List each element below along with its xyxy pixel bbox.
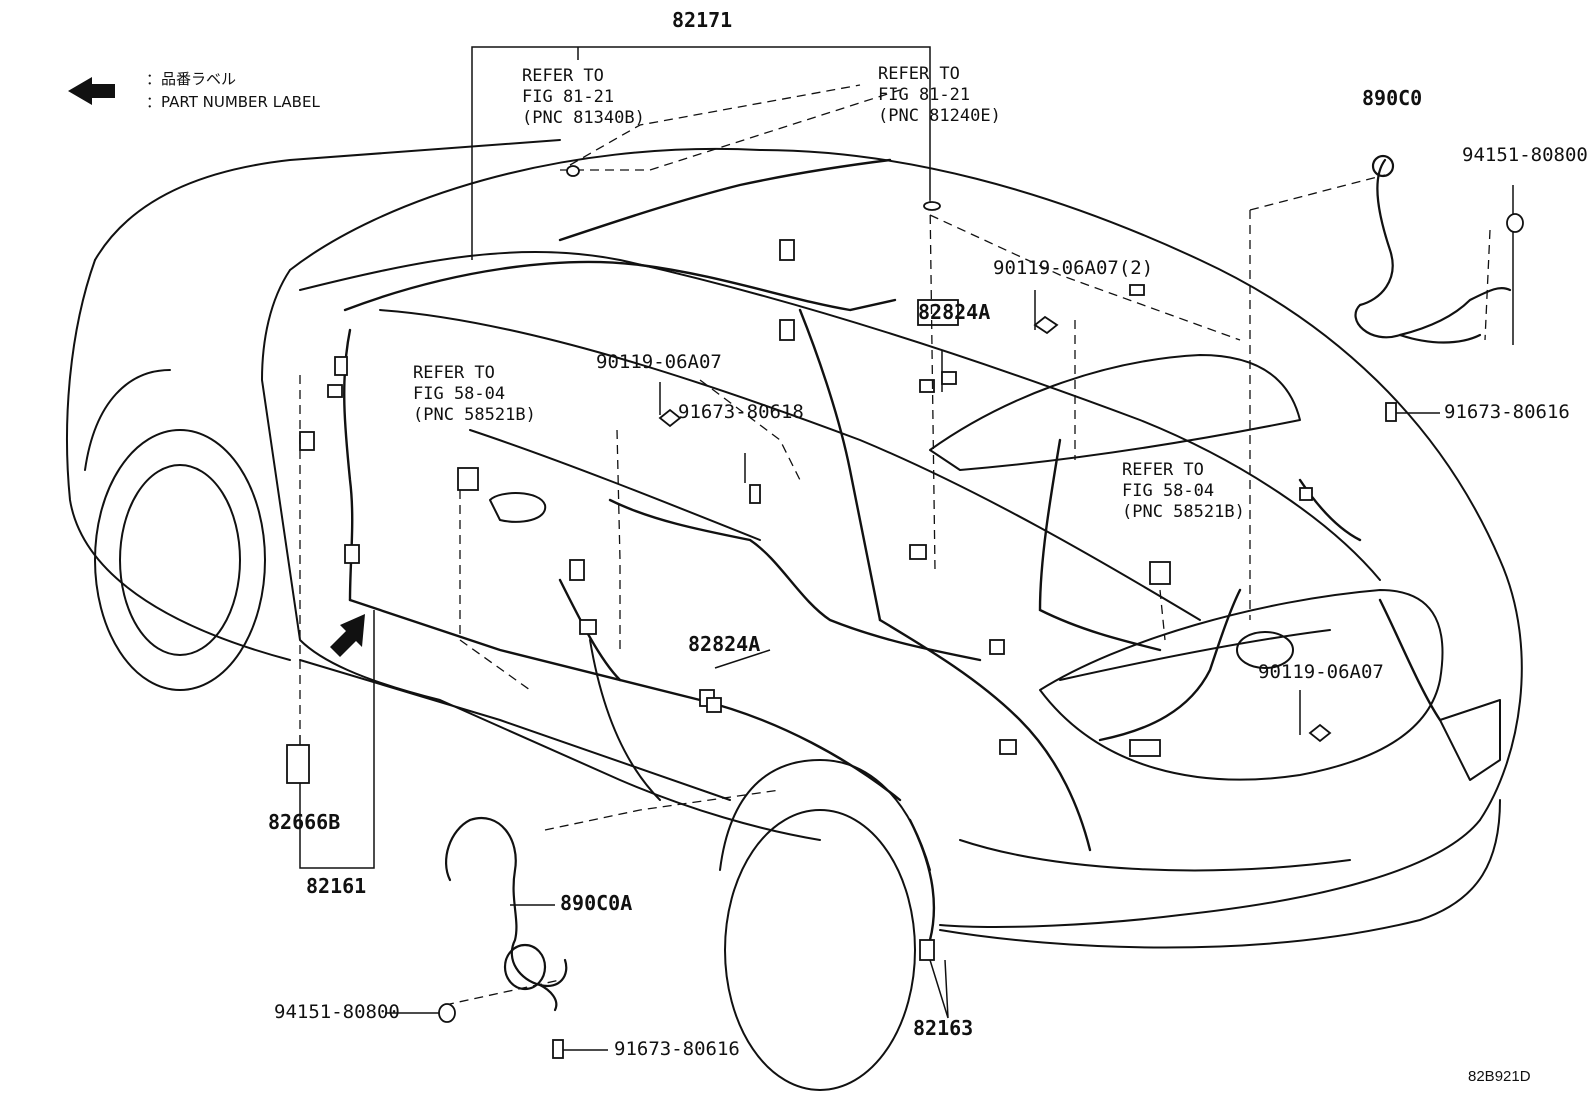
connector (909, 544, 927, 560)
connector (579, 619, 597, 635)
connector (989, 639, 1005, 655)
rear-bumper (939, 799, 1501, 949)
harness-roof (343, 260, 897, 312)
harness-center (608, 498, 982, 662)
refer-note-81340b: REFER TO FIG 81-21 (PNC 81340B) (522, 66, 645, 129)
refer-note-line: FIG 81-21 (878, 85, 971, 105)
vehicle-front-hood (94, 139, 561, 261)
part-number-82171[interactable]: 82171 (672, 8, 733, 32)
clip-icon (566, 165, 580, 177)
connector (779, 239, 795, 261)
bolt-icon (658, 408, 682, 428)
refer-note-line: REFER TO (522, 66, 604, 86)
connector (919, 379, 935, 393)
tail-lamp (1439, 699, 1501, 781)
refer-note-line: FIG 81-21 (522, 87, 615, 107)
refer-note-58521b-right: REFER TO FIG 58-04 (PNC 58521B) (1122, 460, 1245, 523)
refer-note-line: (PNC 58521B) (1122, 502, 1245, 522)
connector (334, 356, 348, 376)
refer-note-line: (PNC 81340B) (522, 108, 645, 128)
rear-emblem (1236, 631, 1294, 669)
leader-82171 (471, 46, 931, 260)
part-number-890c0[interactable]: 890C0 (1362, 86, 1423, 110)
connector (569, 559, 585, 581)
part-label-icon (286, 744, 310, 784)
sensor-icon (503, 943, 547, 991)
part-number-90119-06a07-2[interactable]: 90119-06A07(2) (993, 257, 1154, 279)
bolt-icon (1033, 315, 1059, 335)
door-line (469, 429, 761, 541)
refer-note-line: FIG 58-04 (1122, 481, 1215, 501)
connector (344, 544, 360, 564)
harness-rear (878, 618, 1092, 852)
vehicle-roof-outline (289, 147, 1523, 821)
figure-id: 82B921D (1468, 1068, 1531, 1085)
part-number-94151-80800-top[interactable]: 94151-80800 (1462, 144, 1588, 166)
clip-icon (923, 201, 941, 211)
grommet-icon (438, 1003, 456, 1023)
legend: ：品番ラベル ：PART NUMBER LABEL (146, 70, 320, 111)
refer-note-58521b-left: REFER TO FIG 58-04 (PNC 58521B) (413, 363, 536, 426)
roof-rail (299, 250, 1381, 581)
connector (779, 319, 795, 341)
part-number-90119-06a07-mid[interactable]: 90119-06A07 (596, 351, 722, 373)
connector (1129, 739, 1161, 757)
connector (919, 939, 935, 961)
bolt-icon (1385, 402, 1397, 422)
part-number-82161[interactable]: 82161 (306, 874, 367, 898)
part-number-82824a-top[interactable]: 82824A (918, 300, 991, 324)
sensor-harness-890c0 (1354, 158, 1512, 339)
refer-note-line: REFER TO (878, 64, 960, 84)
refer-note-81240e: REFER TO FIG 81-21 (PNC 81240E) (878, 64, 1001, 127)
rear-window (929, 354, 1301, 471)
clip-icon (941, 371, 957, 385)
part-number-82824a-mid[interactable]: 82824A (688, 632, 761, 656)
bolt-icon (552, 1039, 564, 1059)
connector (299, 431, 315, 451)
harness-quarter (1038, 438, 1162, 652)
part-number-890c0a[interactable]: 890C0A (560, 891, 633, 915)
part-number-91673-80616-right[interactable]: 91673-80616 (1444, 401, 1570, 423)
clip-icon (706, 697, 722, 713)
refer-note-line: (PNC 58521B) (413, 405, 536, 425)
harness-rear-lamp (1378, 598, 1442, 722)
harness-roof-front (558, 158, 892, 242)
refer-note-line: (PNC 81240E) (878, 106, 1001, 126)
part-number-91673-80618[interactable]: 91673-80618 (678, 401, 804, 423)
harness-hatch (1098, 588, 1242, 742)
part-number-82666b[interactable]: 82666B (268, 810, 341, 834)
legend-en: PART NUMBER LABEL (161, 93, 320, 111)
part-number-82163[interactable]: 82163 (913, 1016, 974, 1040)
connector (1299, 487, 1313, 501)
clip-icon (457, 467, 479, 491)
arrow-left-icon (68, 77, 115, 105)
part-number-91673-80616-bottom[interactable]: 91673-80616 (614, 1038, 740, 1060)
sensor-harness-890c0a (468, 817, 568, 988)
connector (327, 384, 343, 398)
bolt-icon (1308, 723, 1332, 743)
rear-wheel (724, 809, 916, 1091)
rear-hatch (1039, 589, 1444, 781)
arrow-diagonal-icon (330, 614, 365, 657)
bolt-icon (749, 484, 761, 504)
door-handle (489, 492, 547, 523)
connector (917, 299, 959, 326)
refer-note-line: REFER TO (1122, 460, 1204, 480)
clip-icon (1149, 561, 1171, 585)
connector (999, 739, 1017, 755)
grommet-icon (1506, 213, 1524, 233)
part-number-94151-80800-bottom[interactable]: 94151-80800 (274, 1001, 400, 1023)
harness-c-pillar (798, 308, 882, 622)
front-wheel (94, 429, 266, 691)
part-number-90119-06a07-right[interactable]: 90119-06A07 (1258, 661, 1384, 683)
refer-note-line: FIG 58-04 (413, 384, 506, 404)
refer-note-line: REFER TO (413, 363, 495, 383)
connector (1129, 284, 1145, 296)
vehicle-rocker (299, 659, 731, 801)
leader-82161 (299, 610, 375, 869)
legend-jp: 品番ラベル (161, 70, 237, 88)
